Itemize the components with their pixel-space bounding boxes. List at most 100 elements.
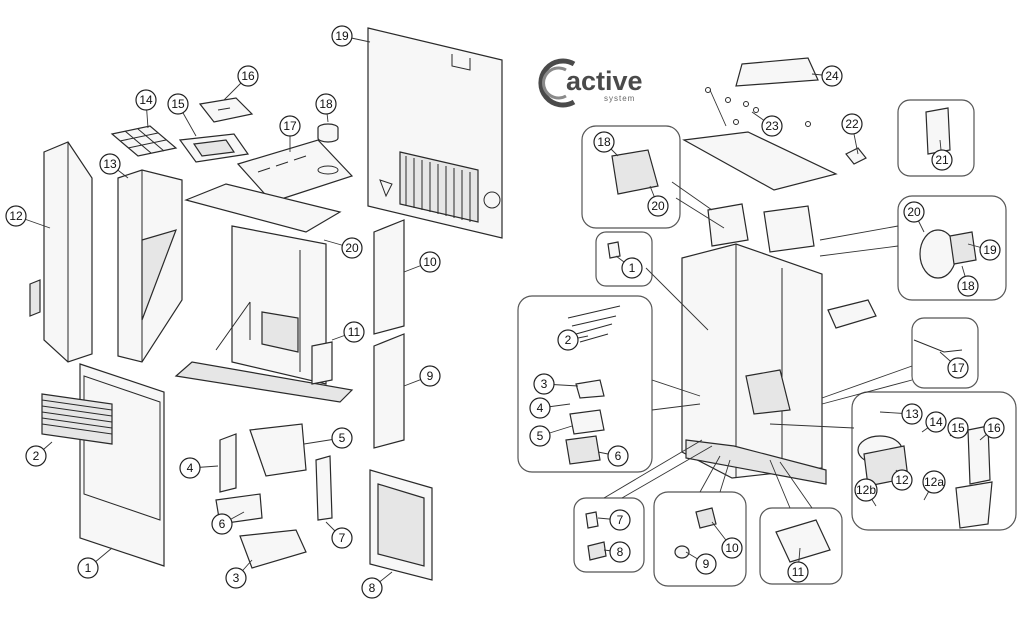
left-callout-circle bbox=[237, 65, 259, 87]
left-callout-circle bbox=[341, 237, 363, 259]
right-callout-7: 7 bbox=[609, 509, 631, 531]
detail-box-7-8 bbox=[573, 497, 645, 573]
left-callout-label: 6 bbox=[219, 517, 226, 531]
right-callout-circle bbox=[721, 537, 743, 559]
right-callout-circle bbox=[695, 553, 717, 575]
part-23-screws bbox=[705, 87, 811, 127]
left-callout-18: 18 bbox=[315, 93, 337, 115]
left-callout-circle bbox=[5, 205, 27, 227]
part-top-cover bbox=[236, 139, 354, 203]
left-callout-circle bbox=[179, 457, 201, 479]
left-callout-label: 20 bbox=[345, 241, 359, 255]
left-callout-label: 11 bbox=[348, 325, 361, 339]
part-front-panel bbox=[79, 363, 165, 567]
right-callout-28: 24 bbox=[821, 65, 843, 87]
right-callout-circle bbox=[901, 403, 923, 425]
right-callout-circle bbox=[979, 239, 1001, 261]
control-panel-21 bbox=[925, 107, 951, 155]
left-callout-circle bbox=[279, 115, 301, 137]
right-callout-circle bbox=[647, 195, 669, 217]
left-callout-circle bbox=[167, 93, 189, 115]
left-callout-12: 12 bbox=[5, 205, 27, 227]
left-callout-label: 17 bbox=[283, 119, 297, 133]
part-22 bbox=[845, 147, 867, 165]
right-callout-circle bbox=[821, 65, 843, 87]
left-callout-circle bbox=[343, 321, 365, 343]
left-callout-label: 8 bbox=[369, 581, 376, 595]
right-callout-3: 3 bbox=[533, 373, 555, 395]
right-callout-5: 5 bbox=[529, 425, 551, 447]
right-callout-label: 20 bbox=[651, 199, 665, 213]
left-callout-label: 1 bbox=[85, 561, 92, 575]
right-callout-circle bbox=[529, 425, 551, 447]
right-exploded-view: active system bbox=[517, 57, 1017, 587]
right-callout-20: 18 bbox=[593, 131, 615, 153]
right-callout-8: 8 bbox=[609, 541, 631, 563]
part-back-panel bbox=[367, 27, 503, 239]
right-callout-4: 4 bbox=[529, 397, 551, 419]
right-callout-23: 19 bbox=[979, 239, 1001, 261]
left-callout-11: 11 bbox=[343, 321, 365, 343]
left-callout-circle bbox=[135, 89, 157, 111]
left-callout-13: 13 bbox=[99, 153, 121, 175]
right-callout-label: 18 bbox=[961, 279, 975, 293]
left-callout-circle bbox=[361, 577, 383, 599]
left-callout-6: 6 bbox=[211, 513, 233, 535]
part-grill bbox=[110, 125, 178, 157]
part-louver bbox=[41, 393, 113, 445]
right-callout-circle bbox=[533, 373, 555, 395]
right-callout-circle bbox=[947, 417, 969, 439]
part-side-panels-right bbox=[373, 219, 405, 449]
left-callout-label: 13 bbox=[103, 157, 117, 171]
right-callout-label: 9 bbox=[703, 557, 710, 571]
left-callout-17: 17 bbox=[279, 115, 301, 137]
right-callout-14: 12b bbox=[854, 478, 878, 502]
left-callout-label: 9 bbox=[427, 369, 434, 383]
control-board-11 bbox=[775, 519, 831, 563]
right-callout-label: 5 bbox=[537, 429, 544, 443]
right-callout-label: 2 bbox=[565, 333, 572, 347]
right-callout-label: 21 bbox=[935, 153, 949, 167]
right-callout-11: 11 bbox=[787, 561, 809, 583]
part-plate bbox=[198, 97, 254, 123]
right-callout-label: 24 bbox=[825, 69, 839, 83]
left-callout-15: 15 bbox=[167, 93, 189, 115]
right-callout-circle bbox=[787, 561, 809, 583]
left-callout-circle bbox=[225, 567, 247, 589]
part-24-plate bbox=[735, 57, 819, 87]
part-top-plate bbox=[682, 131, 838, 191]
right-callout-label: 13 bbox=[905, 407, 919, 421]
left-callout-circle bbox=[77, 557, 99, 579]
part-side-panel bbox=[29, 141, 93, 363]
left-callout-label: 7 bbox=[339, 531, 346, 545]
right-callout-12: 12 bbox=[891, 469, 913, 491]
right-callout-label: 8 bbox=[617, 545, 624, 559]
right-callout-circle bbox=[557, 329, 579, 351]
right-callout-circle bbox=[609, 509, 631, 531]
left-callout-16: 16 bbox=[237, 65, 259, 87]
right-callout-label: 16 bbox=[987, 421, 1001, 435]
right-callout-circle bbox=[925, 411, 947, 433]
left-callout-10: 10 bbox=[419, 251, 441, 273]
right-callout-15: 13 bbox=[901, 403, 923, 425]
left-callout-label: 5 bbox=[339, 431, 346, 445]
left-callout-9: 9 bbox=[419, 365, 441, 387]
left-callout-label: 10 bbox=[423, 255, 437, 269]
right-callout-circle bbox=[593, 131, 615, 153]
right-callout-label: 1 bbox=[629, 261, 636, 275]
right-callout-circle bbox=[607, 445, 629, 467]
left-callout-circle bbox=[419, 251, 441, 273]
part-frame bbox=[178, 133, 250, 163]
left-callout-circle bbox=[331, 427, 353, 449]
detail-box-17 bbox=[911, 317, 979, 389]
logo-sub: system bbox=[604, 94, 635, 103]
right-callout-9: 9 bbox=[695, 553, 717, 575]
right-callout-circle bbox=[841, 113, 863, 135]
right-callout-label: 17 bbox=[951, 361, 965, 375]
right-callout-16: 14 bbox=[925, 411, 947, 433]
left-callout-circle bbox=[25, 445, 47, 467]
left-callout-circle bbox=[211, 513, 233, 535]
left-callout-label: 12 bbox=[9, 209, 23, 223]
part-main-frame bbox=[174, 183, 354, 403]
